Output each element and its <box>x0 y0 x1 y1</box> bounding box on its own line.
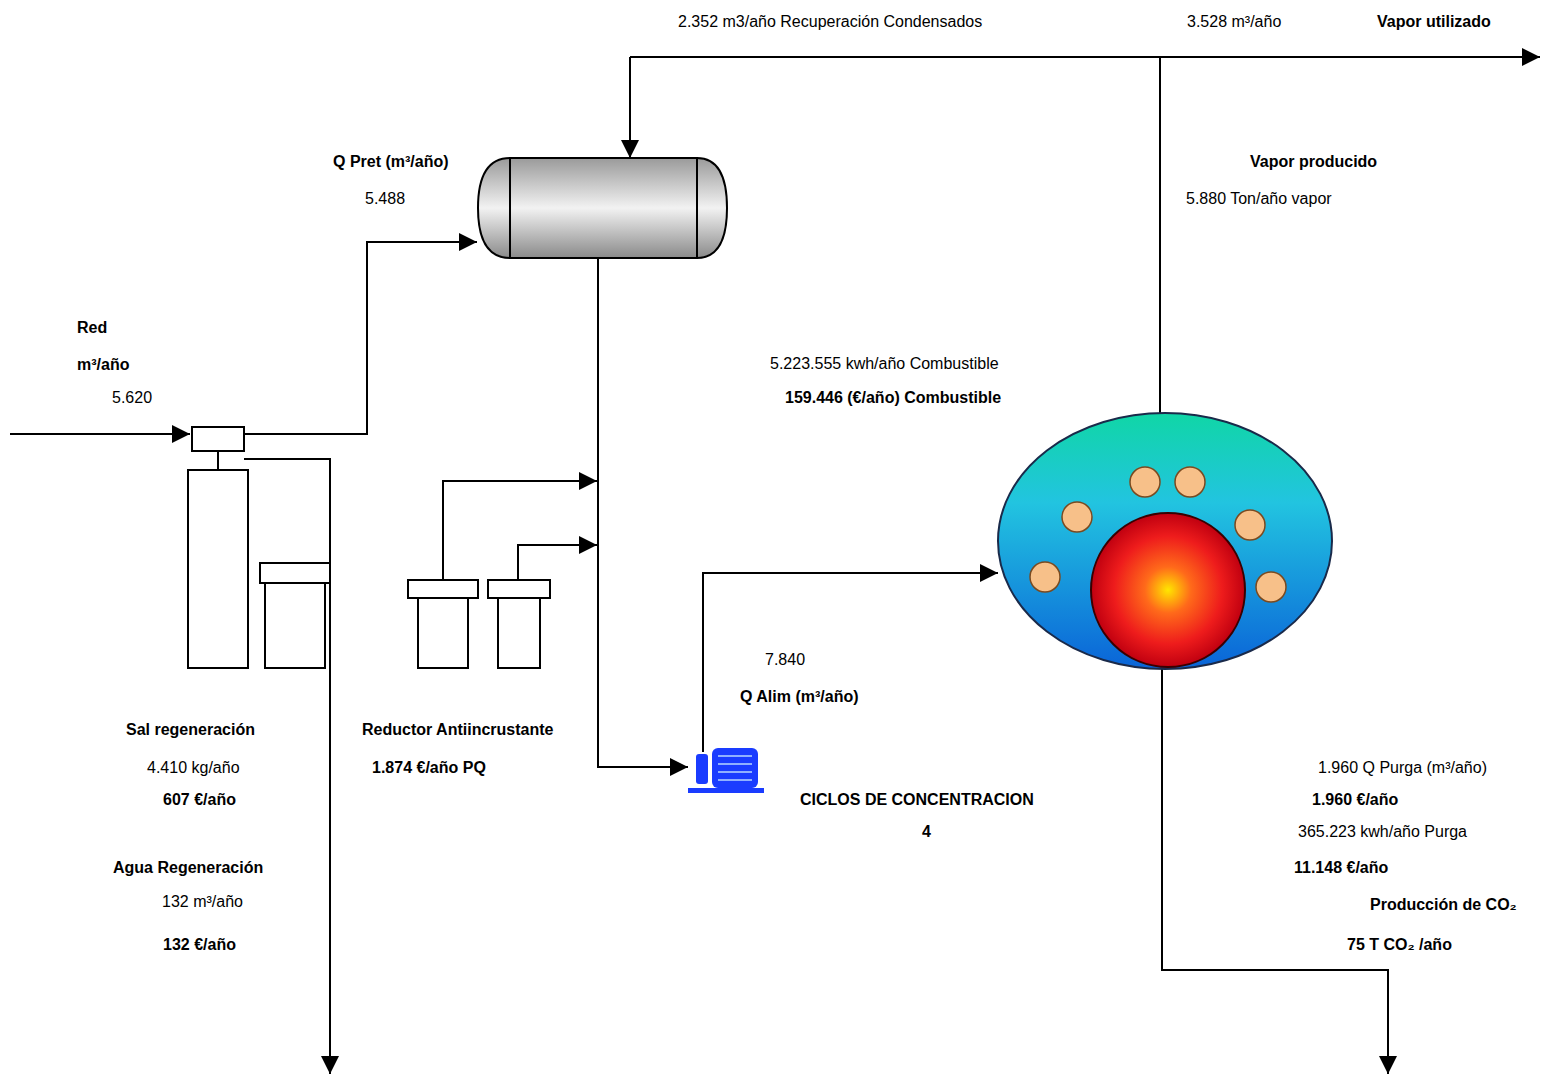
pipe-lines <box>10 57 1540 1074</box>
flow-label: 7.840 <box>765 650 805 669</box>
flow-label: 132 m³/año <box>162 892 243 911</box>
flow-label: 1.960 €/año <box>1312 790 1398 809</box>
flow-label: 132 €/año <box>163 935 236 954</box>
flow-label: Reductor Antiincrustante <box>362 720 553 739</box>
flow-label: 159.446 (€/año) Combustible <box>785 388 1001 407</box>
flow-label: Vapor utilizado <box>1377 12 1491 31</box>
flow-label: 4 <box>922 822 931 841</box>
flow-label: 1.960 Q Purga (m³/año) <box>1318 758 1487 777</box>
flow-label: Sal regeneración <box>126 720 255 739</box>
flow-label: 3.528 m³/año <box>1187 12 1281 31</box>
flow-label: 5.880 Ton/año vapor <box>1186 189 1332 208</box>
flow-label: 5.620 <box>112 388 152 407</box>
flow-label: CICLOS DE CONCENTRACION <box>800 790 1034 809</box>
flow-label: Q Alim (m³/año) <box>740 687 859 706</box>
flow-label: Producción de CO₂ <box>1370 895 1517 914</box>
flow-label: m³/año <box>77 355 129 374</box>
flow-label: 1.874 €/año PQ <box>372 758 486 777</box>
flow-label: 2.352 m3/año Recuperación Condensados <box>678 12 982 31</box>
flow-label: 607 €/año <box>163 790 236 809</box>
feed-pump <box>688 748 764 793</box>
flow-label: 5.488 <box>365 189 405 208</box>
flow-label: Red <box>77 318 107 337</box>
flow-label: 4.410 kg/año <box>147 758 240 777</box>
boiler <box>998 413 1332 669</box>
flow-label: Q Pret (m³/año) <box>333 152 449 171</box>
flow-label: 365.223 kwh/año Purga <box>1298 822 1467 841</box>
chemical-tanks <box>408 580 550 668</box>
softener <box>188 427 330 668</box>
feed-tank <box>478 158 727 258</box>
flow-label: Vapor producido <box>1250 152 1377 171</box>
flow-label: 11.148 €/año <box>1294 858 1388 877</box>
flow-label: 5.223.555 kwh/año Combustible <box>770 354 999 373</box>
flow-label: 75 T CO₂ /año <box>1347 935 1452 954</box>
flow-label: Agua Regeneración <box>113 858 263 877</box>
